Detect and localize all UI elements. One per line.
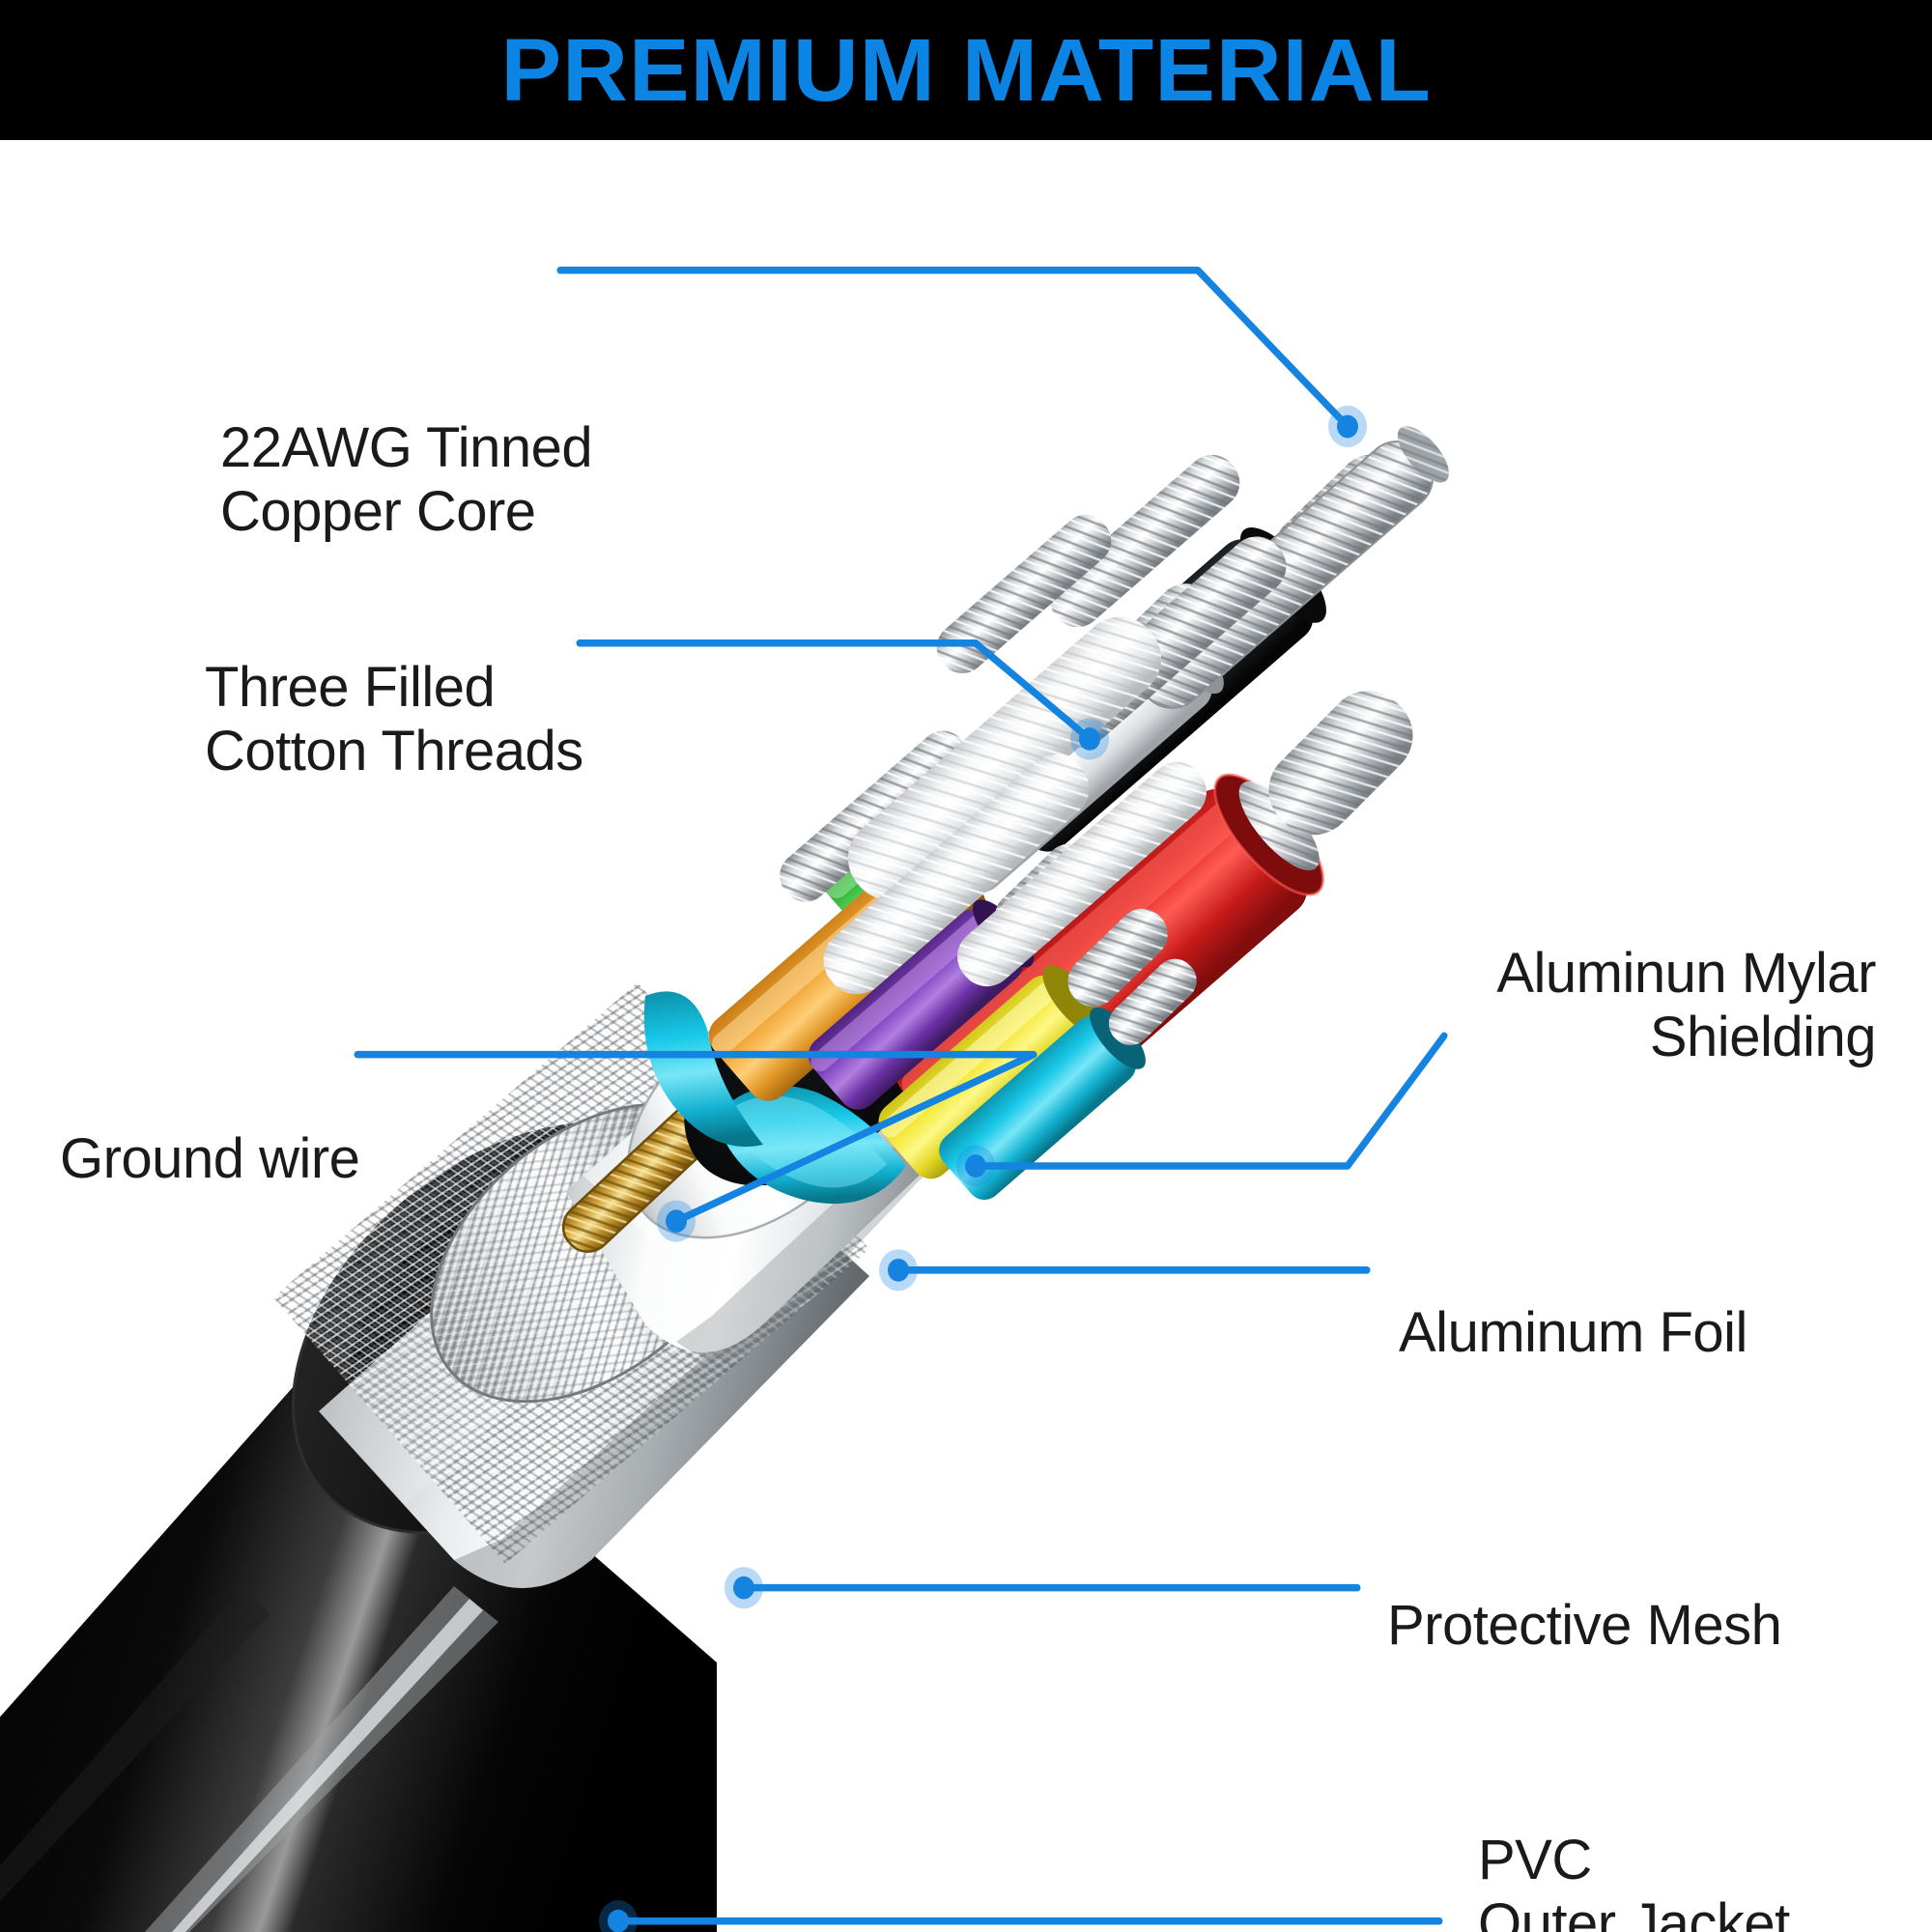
callout-label-ground-wire: Ground wire [60, 1127, 360, 1190]
callout-label-protective-mesh: Protective Mesh [1387, 1594, 1782, 1657]
callout-label-cotton-threads: Three Filled Cotton Threads [205, 656, 583, 782]
header-banner: PREMIUM MATERIAL [0, 0, 1932, 140]
page-title: PREMIUM MATERIAL [500, 20, 1432, 120]
callout-label-pvc-jacket: PVC Outer Jacket [1478, 1829, 1790, 1932]
cable-illustration-stage: 22AWG Tinned Copper Core Three Filled Co… [0, 140, 1932, 1932]
callout-label-aluminum-foil: Aluminum Foil [1399, 1301, 1747, 1364]
callout-label-copper-core: 22AWG Tinned Copper Core [220, 416, 593, 543]
conductor-bundle [708, 426, 1449, 1200]
callout-label-mylar-shielding: Aluminun Mylar Shielding [1496, 942, 1876, 1068]
